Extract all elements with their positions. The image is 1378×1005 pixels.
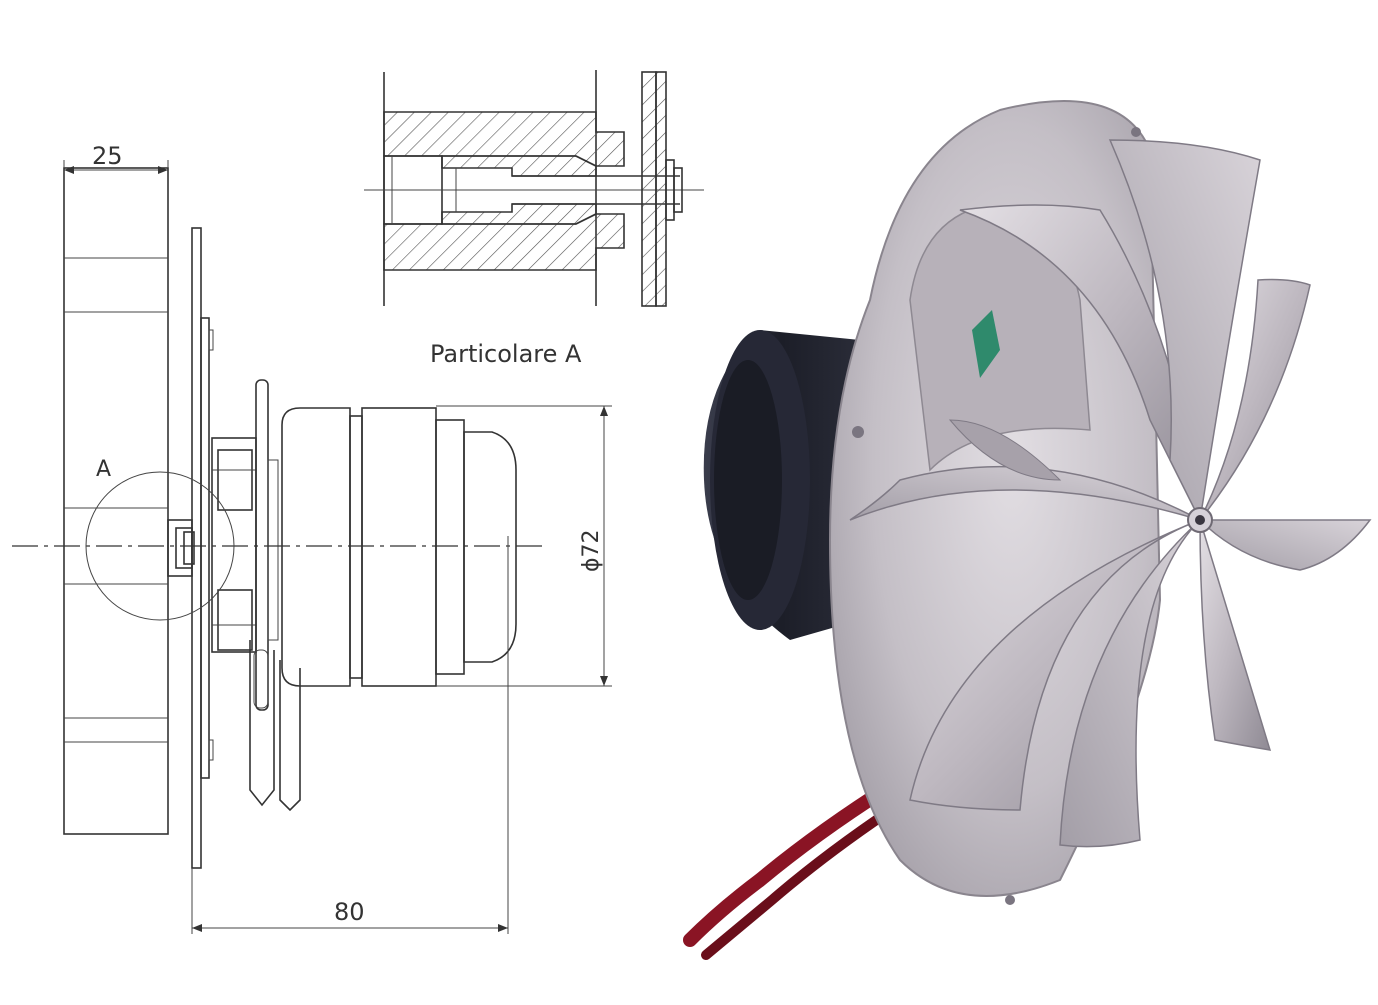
blade-right-top (1199, 278, 1311, 521)
product-illustration (683, 100, 1372, 960)
motor-body (361, 407, 437, 687)
motor-end-cap (463, 431, 517, 663)
detail-a-section: Particolare A (364, 70, 704, 368)
side-view-drawing: A 25 ϕ72 80 (12, 142, 612, 934)
motor-front (281, 407, 351, 687)
blade-bottom-right (1199, 519, 1272, 751)
inspection-window (972, 310, 1000, 378)
detail-circle (85, 471, 235, 621)
blade-bottom-left (909, 519, 1201, 811)
length-dimension-label: 80 (334, 898, 365, 926)
detail-marker-label: A (96, 457, 111, 482)
blade-top-left (959, 204, 1201, 521)
blade-left (849, 465, 1201, 521)
detail-caption: Particolare A (430, 340, 582, 368)
width-dimension-label: 25 (92, 142, 123, 170)
impeller-profile (63, 167, 169, 835)
power-cable (683, 773, 907, 947)
cable-1 (249, 640, 275, 807)
blade-bottom (1059, 519, 1201, 848)
blade-top (1108, 139, 1261, 523)
blade-right (1198, 519, 1372, 571)
cable-2 (279, 660, 301, 812)
motor-flange (255, 379, 269, 711)
diameter-dimension-label: ϕ72 (579, 529, 604, 572)
